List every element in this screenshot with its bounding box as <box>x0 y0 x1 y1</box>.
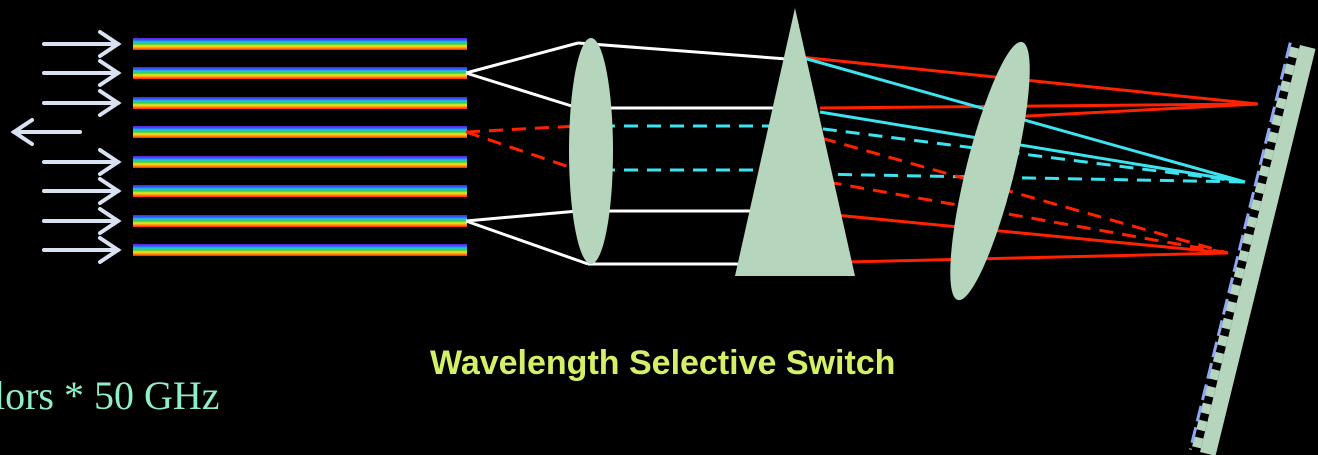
micromirror-element <box>1212 351 1225 364</box>
white-ray <box>465 41 579 75</box>
red-ray <box>819 102 1259 110</box>
red-dashed-ray <box>465 124 579 134</box>
micromirror-array <box>1188 42 1316 455</box>
micromirror-element <box>1229 283 1241 296</box>
white-ray <box>465 219 589 266</box>
fiber-4 <box>133 126 467 138</box>
red-ray <box>844 251 1229 264</box>
input-arrow-icon <box>42 59 122 87</box>
fiber-8 <box>133 244 467 256</box>
micromirror-element <box>1237 249 1250 262</box>
channel-spacing-label: lors * 50 GHz <box>0 373 220 418</box>
micromirror-element <box>1275 97 1287 110</box>
input-arrow-icon <box>42 236 122 264</box>
micromirror-element <box>1192 436 1204 449</box>
white-ray <box>465 71 579 110</box>
micromirror-element <box>1250 199 1262 211</box>
micromirror-element <box>1208 368 1220 381</box>
red-dashed-ray <box>465 130 579 172</box>
collimating-lens <box>569 38 613 264</box>
micromirror-element <box>1246 216 1258 228</box>
cyan-ray <box>819 110 1246 184</box>
micromirror-element <box>1267 131 1279 144</box>
mirror-surface-edge <box>1188 42 1292 450</box>
micromirror-element <box>1254 182 1266 195</box>
micromirror-element <box>1287 46 1300 59</box>
focusing-lens <box>950 41 1030 301</box>
micromirror-element <box>1283 63 1295 76</box>
diagram-title: Wavelength Selective Switch <box>430 344 896 382</box>
micromirror-element <box>1204 385 1216 398</box>
fiber-7 <box>133 215 467 227</box>
micromirror-element <box>1225 300 1237 313</box>
fiber-1 <box>133 38 467 50</box>
fiber-6 <box>133 185 467 197</box>
fiber-array <box>133 38 467 256</box>
micromirror-element <box>1221 317 1233 330</box>
micromirror-element <box>1196 419 1208 432</box>
red-dashed-ray <box>799 130 1229 255</box>
white-ray <box>465 209 579 223</box>
input-arrow-icon <box>42 148 122 176</box>
micromirror-element <box>1200 402 1212 415</box>
input-arrow-icon <box>42 207 122 235</box>
micromirror-element <box>1262 148 1275 161</box>
fiber-5 <box>133 156 467 168</box>
micromirror-element <box>1258 165 1270 178</box>
micromirror-element <box>1271 114 1283 127</box>
input-arrow-icon <box>42 177 122 205</box>
output-arrow-icon <box>10 118 82 146</box>
micromirror-element <box>1279 80 1291 93</box>
fiber-2 <box>133 67 467 79</box>
optics <box>569 8 1030 301</box>
micromirror-element <box>1217 334 1229 347</box>
red-dashed-ray <box>804 176 1229 255</box>
mirror-substrate <box>1200 45 1316 455</box>
fiber-io-arrows <box>10 30 122 264</box>
micromirror-element <box>1233 266 1245 279</box>
cyan-dashed-ray <box>814 172 1246 184</box>
red-ray <box>989 102 1259 120</box>
input-arrow-icon <box>42 89 122 117</box>
fiber-3 <box>133 97 467 109</box>
white-ray <box>577 41 801 62</box>
dispersive-prism <box>735 8 855 276</box>
input-arrow-icon <box>42 30 122 58</box>
red-ray <box>834 213 1229 255</box>
cyan-dashed-ray <box>799 124 1246 184</box>
micromirror-element <box>1242 233 1254 245</box>
